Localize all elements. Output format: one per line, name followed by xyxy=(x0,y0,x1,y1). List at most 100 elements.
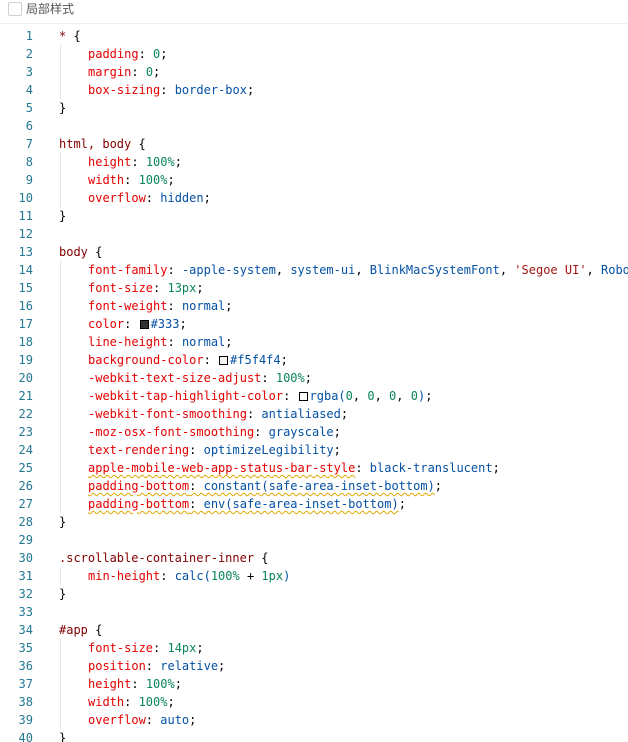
code-token: BlinkMacSystemFont xyxy=(369,263,500,277)
code-token: font-weight xyxy=(88,299,168,313)
line-content: padding-bottom: env(safe-area-inset-bott… xyxy=(88,495,406,513)
code-token: , xyxy=(355,263,370,277)
local-style-checkbox[interactable] xyxy=(8,2,22,16)
code-line[interactable]: 6 xyxy=(0,117,628,135)
line-number: 21 xyxy=(18,389,33,403)
code-token: Robo xyxy=(601,263,628,277)
line-number: 23 xyxy=(18,425,33,439)
code-token: : xyxy=(153,641,168,655)
code-line[interactable]: 32} xyxy=(0,585,628,603)
code-line[interactable]: 40} xyxy=(0,729,628,742)
line-number: 18 xyxy=(18,335,33,349)
code-token: : xyxy=(124,317,139,331)
code-token: constant(safe-area-inset-bottom) xyxy=(203,479,435,493)
code-token: width xyxy=(88,173,125,187)
line-content: padding-bottom: constant(safe-area-inset… xyxy=(88,477,442,495)
code-line[interactable]: 20-webkit-text-size-adjust: 100%; xyxy=(0,369,628,387)
color-swatch[interactable] xyxy=(139,320,149,329)
code-line[interactable]: 21 -webkit-tap-highlight-color: rgba(0, 0… xyxy=(0,387,628,405)
code-line[interactable]: 23-moz-osx-font-smoothing: grayscale; xyxy=(0,423,628,441)
code-line[interactable]: 11} xyxy=(0,207,628,225)
code-token: 100% xyxy=(145,677,175,691)
line-number: 19 xyxy=(18,353,33,367)
code-token: height xyxy=(88,677,132,691)
line-content: text-rendering: optimizeLegibility; xyxy=(88,441,341,459)
code-token: ; xyxy=(225,299,233,313)
indent-guide xyxy=(60,639,61,729)
code-token: ; xyxy=(333,443,341,457)
code-token: : xyxy=(189,443,204,457)
code-token: ; xyxy=(167,695,175,709)
line-content: overflow: auto; xyxy=(88,711,196,729)
code-token: ; xyxy=(160,47,168,61)
line-number: 8 xyxy=(25,155,33,169)
indent-guide xyxy=(60,261,61,513)
line-number: 11 xyxy=(18,209,33,223)
code-line[interactable]: 34#app { xyxy=(0,621,628,639)
code-token: ; xyxy=(174,677,182,691)
code-line[interactable]: 5} xyxy=(0,99,628,117)
line-content: min-height: calc(100% + 1px) xyxy=(88,567,290,585)
code-token: : xyxy=(131,677,146,691)
line-content: body { xyxy=(59,243,102,261)
code-token: : xyxy=(153,281,168,295)
code-token: : xyxy=(283,389,298,403)
code-line[interactable]: 28} xyxy=(0,513,628,531)
code-token: ; xyxy=(340,407,349,421)
code-token: antialiased xyxy=(261,407,341,421)
code-token: 0 xyxy=(153,47,161,61)
code-token: hidden xyxy=(160,191,204,205)
code-token: line-height xyxy=(88,335,168,349)
code-token: overflow xyxy=(88,713,146,727)
code-token: ; xyxy=(167,173,175,187)
code-line[interactable]: 22-webkit-font-smoothing: antialiased; xyxy=(0,405,628,423)
line-number: 10 xyxy=(18,191,33,205)
code-line[interactable]: 1* { xyxy=(0,27,628,45)
color-swatch[interactable] xyxy=(298,392,308,401)
line-content: -webkit-tap-highlight-color: rgba(0, 0, … xyxy=(88,387,432,405)
color-swatch[interactable] xyxy=(219,356,229,365)
code-token: box-sizing xyxy=(88,83,161,97)
code-line[interactable]: 33 xyxy=(0,603,628,621)
code-token: text-rendering xyxy=(88,443,190,457)
code-token: , xyxy=(499,263,515,277)
code-line[interactable]: 29 xyxy=(0,531,628,549)
code-line[interactable]: 30.scrollable-container-inner { xyxy=(0,549,628,567)
code-line[interactable]: 37 height: 100%; xyxy=(0,675,628,693)
code-token: ; xyxy=(492,461,500,475)
code-line[interactable]: 12 xyxy=(0,225,628,243)
code-token: border-box xyxy=(174,83,247,97)
line-content: font-size: 13px; xyxy=(88,279,204,297)
code-token: : xyxy=(261,371,276,385)
code-token: ; xyxy=(246,83,255,97)
line-number: 37 xyxy=(18,677,33,691)
code-token: ; xyxy=(203,191,211,205)
code-token: padding-bottom xyxy=(88,497,190,511)
line-number: 22 xyxy=(18,407,33,421)
code-token: 0 xyxy=(145,65,154,79)
